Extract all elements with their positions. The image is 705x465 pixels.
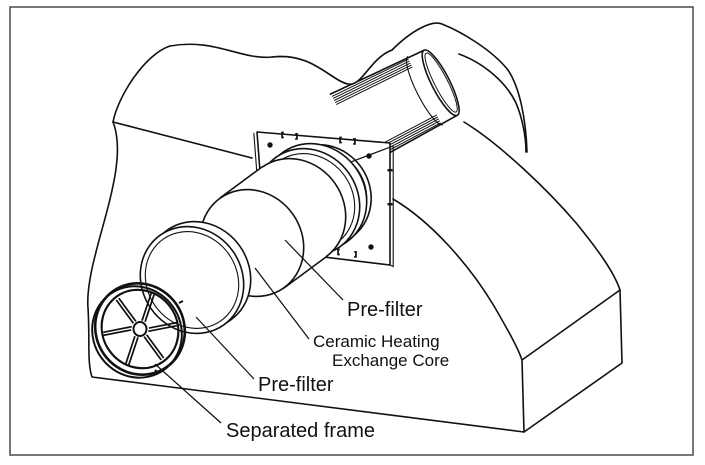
wheel-inner-rim (100, 288, 180, 370)
tube-end-inner-ring (424, 52, 458, 113)
wall-top-edge-over-tube (271, 49, 393, 85)
wall-front-top-edge (112, 121, 253, 159)
label-separated-frame: Separated frame (226, 420, 375, 442)
label-pre-filter-front: Pre-filter (258, 374, 334, 396)
wheel-spokes (102, 292, 178, 366)
label-ceramic-core-line1: Ceramic Heating (313, 332, 440, 351)
wall-arch-inner-curve (458, 53, 527, 153)
plate-screw-hole (267, 142, 273, 148)
label-pre-filter-rear: Pre-filter (347, 299, 423, 321)
wall-edge-mask (272, 26, 392, 85)
plate-screw-hole (368, 244, 374, 250)
core-top-silhouette (219, 166, 263, 199)
separated-frame-wheel (91, 282, 187, 379)
wall-arch-outer-curve (391, 22, 528, 153)
leader-lines (154, 239, 344, 424)
tube-top-edge (329, 49, 425, 96)
leader-line-separated-frame (154, 363, 222, 424)
wall-right-outer-edge (463, 121, 621, 291)
leader-line-ceramic-core (254, 267, 310, 340)
wall-corner-edges (521, 289, 623, 433)
leader-line-pre-filter-front (195, 316, 255, 380)
tube-body (329, 50, 460, 166)
disc-face (139, 225, 245, 335)
wall-left-and-bottom-edge (87, 121, 525, 433)
disc-inner-ring (144, 231, 240, 329)
tube-end-cap (421, 49, 460, 117)
tube-rib-end-ring (405, 55, 444, 126)
label-ceramic-core-line2: Exchange Core (332, 351, 449, 370)
core-bottom-silhouette (283, 256, 327, 289)
wheel-outer-rim (93, 282, 187, 376)
plate-screw-hole (366, 153, 372, 159)
wall-top-left-edge (112, 45, 171, 123)
wheel-rim-clips (154, 300, 184, 374)
leader-line-pre-filter-rear (284, 239, 344, 301)
wheel-hub (132, 321, 148, 337)
plate-clip-tabs (281, 131, 393, 258)
ceramic-core (199, 157, 347, 298)
plate-right-thickness (389, 146, 394, 268)
wall-front-right-edge (392, 198, 523, 361)
